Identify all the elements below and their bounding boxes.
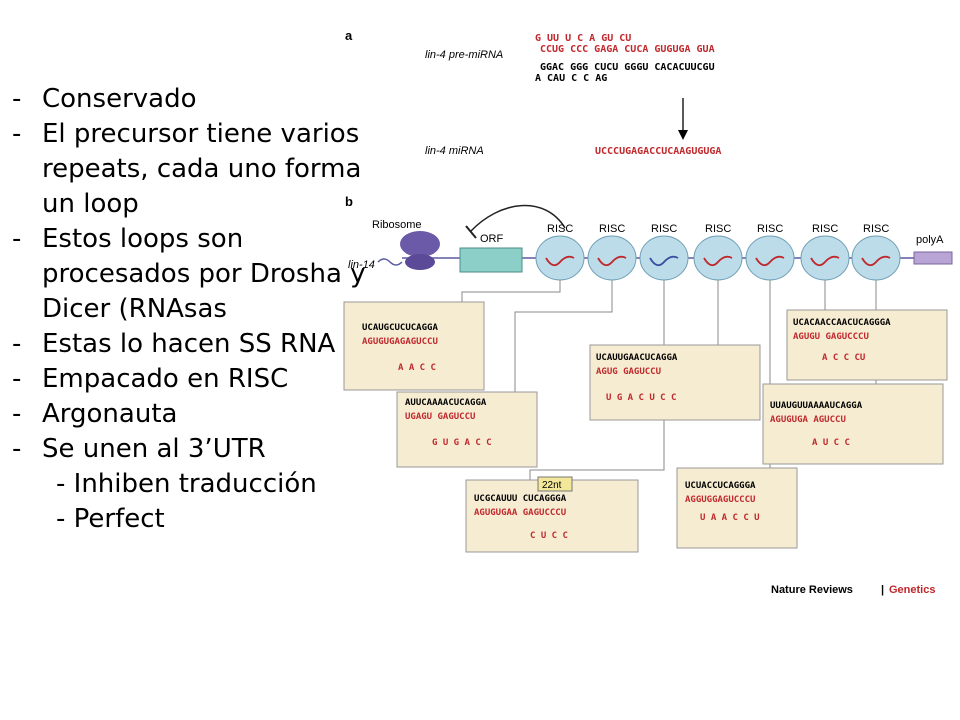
risc-complex: RISC: [693, 223, 743, 281]
bottom-strand-seq: GGAC GGG CUCU GGGU CACACUUCGU: [540, 62, 715, 73]
svg-text:UCAUGCUCUCAGGA: UCAUGCUCUCAGGA: [362, 323, 438, 333]
risc-group: RISC RISC RISC RISC RISC RISC RISC: [535, 223, 901, 281]
svg-text:UGAGU GAGUCCU: UGAGU GAGUCCU: [405, 412, 475, 422]
risc-complex: RISC: [535, 223, 585, 281]
svg-text:UUAUGUUAAAAUCAGGA: UUAUGUUAAAAUCAGGA: [770, 401, 863, 411]
ribosome-label: Ribosome: [372, 219, 422, 231]
bullet-item: -Estos loops son procesados por Drosha y…: [12, 224, 366, 324]
nt-label: 22nt: [542, 480, 562, 491]
risc-complex: RISC: [745, 223, 795, 281]
site-box-6: 22nt UCGCAUUU CUCAGGGA AGUGUGAA GAGUCCCU…: [465, 476, 639, 553]
bullet-item: -Argonauta: [12, 399, 178, 429]
top-bulge-seq: G UU U C A GU CU: [535, 33, 631, 44]
credit-section: Genetics: [889, 584, 935, 596]
top-strand-seq: CCUG CCC GAGA CUCA GUGUGA GUA: [540, 44, 715, 55]
bullet-item: -Estas lo hacen SS RNA: [12, 329, 336, 359]
svg-text:UCUACCUCAGGGA: UCUACCUCAGGGA: [685, 481, 756, 491]
svg-text:UCGCAUUU CUCAGGGA: UCGCAUUU CUCAGGGA: [474, 494, 567, 504]
bottom-bulge-seq: A CAU C C AG: [535, 73, 607, 84]
svg-text:G U G A C C: G U G A C C: [432, 438, 492, 448]
mature-mirna-seq: UCCCUGAGACCUCAAGUGUGA: [595, 146, 721, 157]
panel-b-letter: b: [345, 194, 353, 209]
svg-text:AGUGU GAGUCCCU: AGUGU GAGUCCCU: [793, 332, 869, 342]
bullet-list: -Conservado -El precursor tiene varios r…: [12, 82, 384, 537]
svg-text:U G A C U C C: U G A C U C C: [606, 393, 676, 403]
pre-mirna-hairpin: G UU U C A GU CU CCUG CCC GAGA CUCA GUGU…: [535, 33, 715, 84]
risc-label: RISC: [651, 223, 677, 235]
svg-text:UCAUUGAACUCAGGA: UCAUUGAACUCAGGA: [596, 353, 678, 363]
bullet-item: -El precursor tiene varios repeats, cada…: [12, 119, 362, 219]
polya-label: polyA: [916, 234, 944, 246]
site-box-3: UUAUGUUAAAAUCAGGA AGUGUGA AGUCCU A U C C: [762, 383, 944, 465]
svg-text:UCACAACCAACUCAGGGA: UCACAACCAACUCAGGGA: [793, 318, 891, 328]
site-box-5: AUUCAAAACUCAGGA UGAGU GAGUCCU G U G A C …: [396, 391, 538, 468]
svg-text:AGUGUGAA GAGUCCCU: AGUGUGAA GAGUCCCU: [474, 508, 566, 518]
svg-text:A C C CU: A C C CU: [822, 353, 865, 363]
risc-label: RISC: [547, 223, 573, 235]
site-box-2: UCAUUGAACUCAGGA AGUG GAGUCCU U G A C U C…: [589, 344, 761, 421]
credit-separator: |: [881, 584, 884, 596]
site-box-7: UCUACCUCAGGGA AGGUGGAGUCCCU U A A C C U: [676, 467, 798, 549]
inhibition-bar: [465, 225, 477, 239]
svg-text:U A A C C U: U A A C C U: [700, 513, 760, 523]
svg-text:AGUGUGA AGUCCU: AGUGUGA AGUCCU: [770, 415, 846, 425]
svg-text:A U C C: A U C C: [812, 438, 850, 448]
risc-complex: RISC: [851, 223, 901, 281]
bullet-item: -Conservado: [12, 84, 197, 114]
mirna-label: lin-4 miRNA: [425, 145, 484, 157]
site-box-4: UCAUGCUCUCAGGA AGUGUGAGAGUCCU A A C C: [343, 301, 485, 391]
inhibition-arrow: [469, 204, 566, 233]
lin14-label: lin-14: [348, 259, 375, 271]
risc-label: RISC: [757, 223, 783, 235]
polya-box: [913, 251, 953, 265]
pre-mirna-label: lin-4 pre-miRNA: [425, 49, 503, 61]
orf-label: ORF: [480, 233, 504, 245]
svg-text:AGGUGGAGUCCCU: AGGUGGAGUCCCU: [685, 495, 755, 505]
svg-text:AUUCAAAACUCAGGA: AUUCAAAACUCAGGA: [405, 398, 487, 408]
sub-bullet-item: - Inhiben traducción: [56, 469, 317, 499]
nt-label-box: [537, 476, 573, 492]
credit-journal: Nature Reviews: [771, 584, 853, 596]
risc-label: RISC: [863, 223, 889, 235]
svg-text:A A C C: A A C C: [398, 363, 436, 373]
svg-text:C U C C: C U C C: [530, 531, 568, 541]
panel-a-letter: a: [345, 28, 353, 43]
site-box-1: UCACAACCAACUCAGGGA AGUGU GAGUCCCU A C C …: [786, 309, 948, 381]
svg-text:AGUG GAGUCCU: AGUG GAGUCCU: [596, 367, 661, 377]
risc-label: RISC: [812, 223, 838, 235]
arrow-head: [678, 130, 688, 140]
orf-box: [459, 247, 523, 273]
svg-text:AGUGUGAGAGUCCU: AGUGUGAGAGUCCU: [362, 337, 438, 347]
risc-label: RISC: [599, 223, 625, 235]
risc-complex: RISC: [587, 223, 637, 281]
ribosome-icon: [400, 231, 440, 270]
risc-complex: RISC: [639, 223, 689, 281]
mrna-wave: [377, 258, 403, 266]
bullet-item: -Se unen al 3’UTR: [12, 434, 266, 464]
bullet-item: -Empacado en RISC: [12, 364, 289, 394]
risc-label: RISC: [705, 223, 731, 235]
sub-bullet-item: - Perfect: [56, 504, 165, 534]
risc-complex: RISC: [800, 223, 850, 281]
